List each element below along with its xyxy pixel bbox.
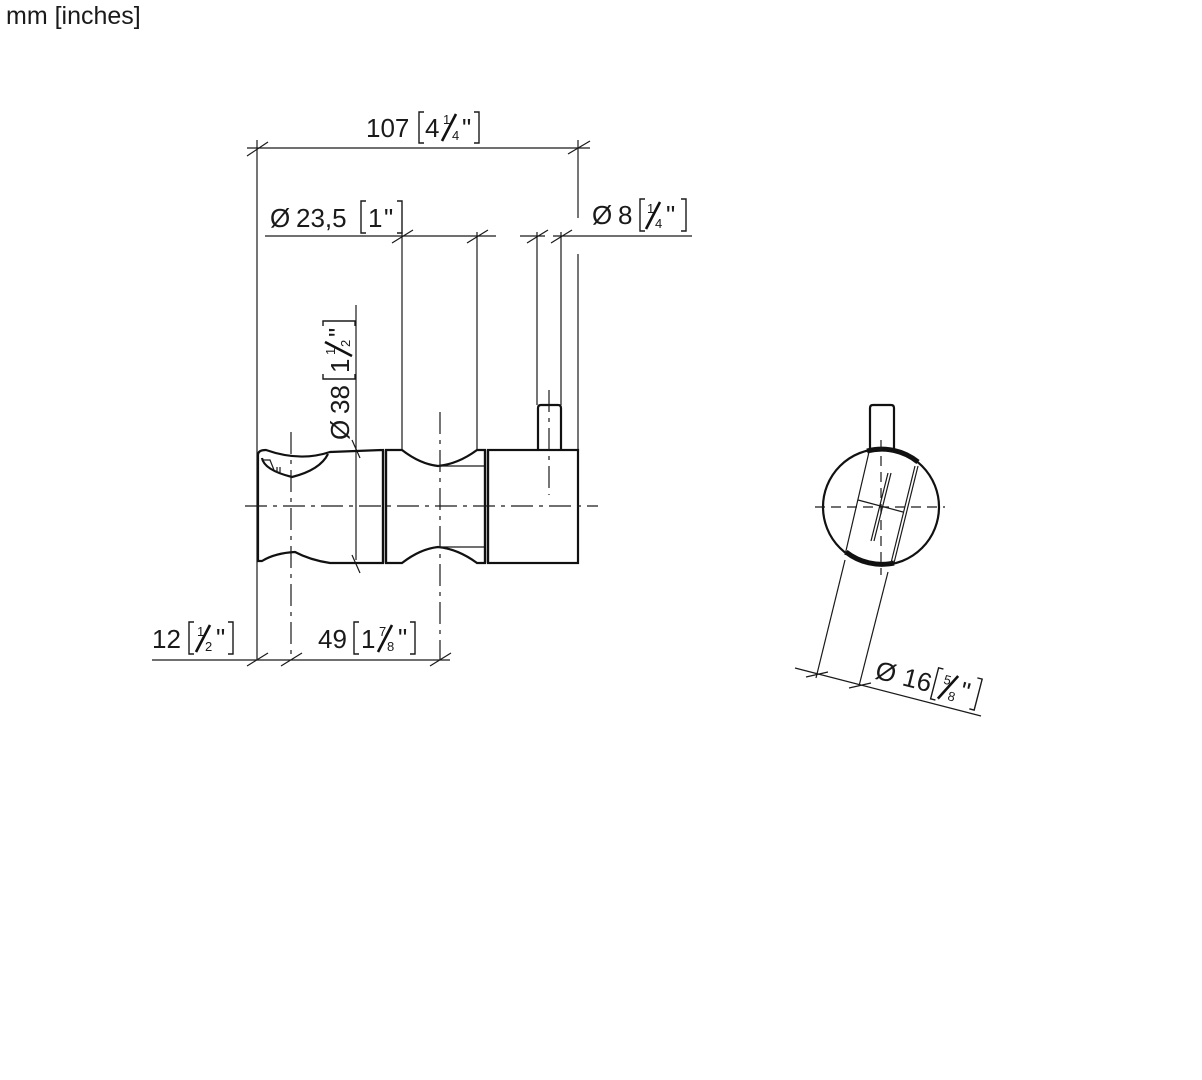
grip-offset-inch-mark: ": [216, 623, 225, 653]
outer-diameter-mm: 38: [325, 385, 355, 414]
outer-diameter-inch-mark: ": [323, 328, 353, 337]
overall-length-inch-num: 1: [443, 112, 450, 127]
pin-diameter-mm: 8: [618, 200, 632, 230]
dim-pin-diameter: Ø 8 1 4 ": [520, 198, 692, 405]
end-view-arc-bottom: [844, 549, 895, 567]
pin-diameter-symbol: Ø: [592, 200, 612, 230]
bore-diameter-mm: 23,5: [296, 203, 347, 233]
dim-bore-diameter: Ø 23,5 1 ": [265, 200, 496, 450]
grip-offset-inch-den: 2: [205, 639, 212, 654]
outer-diameter-symbol: Ø: [325, 420, 355, 440]
overall-length-inch-den: 4: [452, 128, 459, 143]
dim-outer-diameter: Ø 38 1 1 2 ": [322, 305, 361, 574]
grip-length-mm: 49: [318, 624, 347, 654]
pin-diameter-inch-den: 4: [655, 216, 662, 231]
end-view-pin: [868, 403, 896, 452]
outer-diameter-inch-whole: 1: [325, 359, 355, 373]
slot-diameter-symbol: Ø: [872, 655, 899, 689]
grip-offset-mm: 12: [152, 624, 181, 654]
overall-length-inch-mark: ": [462, 113, 471, 143]
bore-diameter-inch-mark: ": [384, 203, 393, 233]
end-view: Ø 16 5 8 ": [794, 403, 984, 717]
bore-diameter-inch: 1: [368, 203, 382, 233]
pin-diameter-inch-num: 1: [647, 201, 654, 216]
grip-length-inch-num: 7: [379, 624, 386, 639]
slot-diameter-inch-den: 8: [946, 688, 957, 704]
slot-diameter-mm: 16: [900, 662, 936, 698]
dim-overall-length: 107 4 1 4 ": [246, 111, 591, 660]
body-outline: [256, 403, 580, 565]
dim-slot-diameter: Ø 16 5 8 ": [794, 655, 984, 717]
grip-length-inch-whole: 1: [361, 624, 375, 654]
overall-length-mm: 107: [366, 113, 409, 143]
pin-diameter-inch-mark: ": [666, 200, 675, 230]
slot-diameter-inch-mark: ": [957, 676, 973, 707]
bore-diameter-symbol: Ø: [270, 203, 290, 233]
grip-length-inch-den: 8: [387, 639, 394, 654]
slot-diameter-inch-num: 5: [942, 672, 953, 688]
outer-diameter-inch-den: 2: [338, 340, 353, 347]
dim-grip-length: 49 1 7 8 ": [318, 621, 416, 655]
grip-offset-inch-num: 1: [197, 624, 204, 639]
overall-length-inch-whole: 4: [425, 113, 439, 143]
outer-diameter-inch-num: 1: [323, 348, 338, 355]
dim-grip-offset: 12 1 2 ": [152, 621, 452, 667]
grip-length-inch-mark: ": [398, 623, 407, 653]
units-label: mm [inches]: [6, 2, 141, 30]
side-view: 107 4 1 4 " Ø 23,5 1 ": [152, 111, 692, 667]
end-view-arc-top: [866, 446, 920, 464]
